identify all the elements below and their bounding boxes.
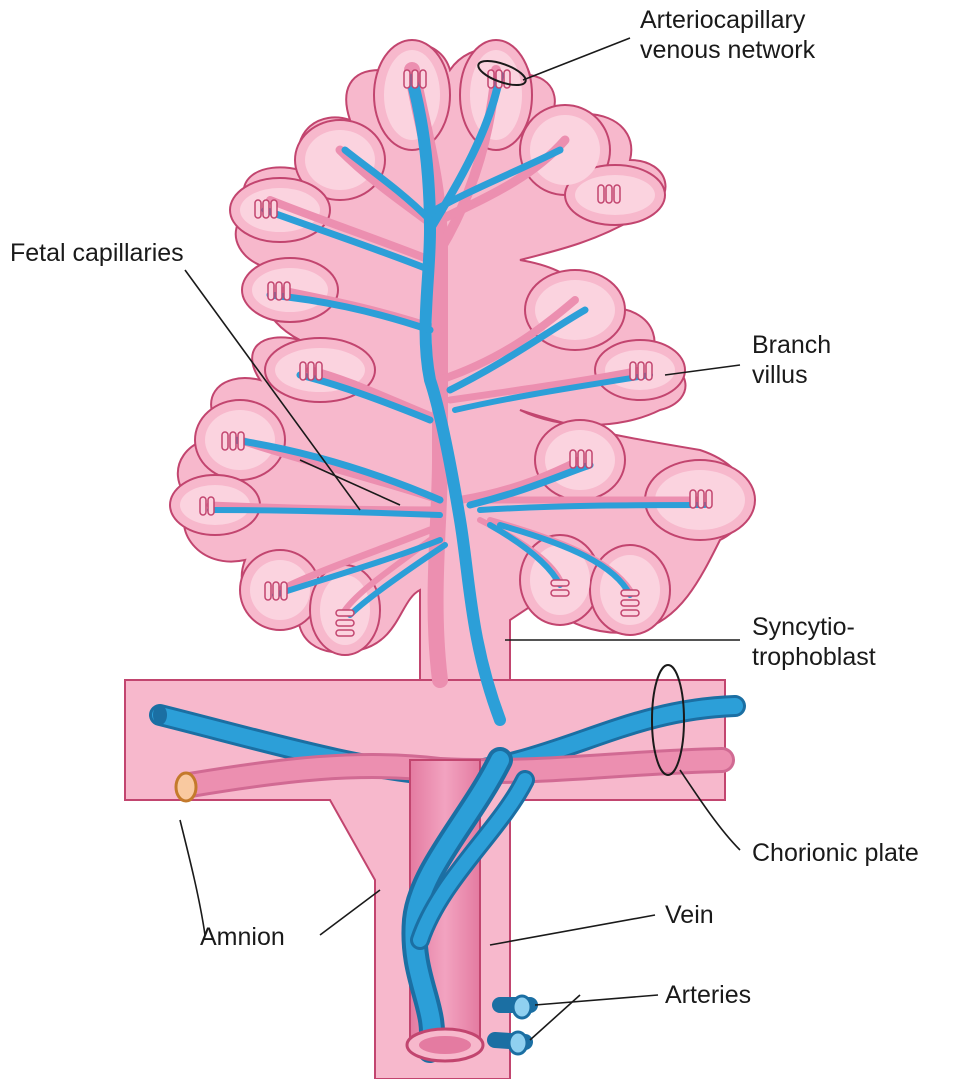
label-fetal-capillaries: Fetal capillaries: [10, 238, 184, 268]
label-branch-villus-line2: villus: [752, 360, 831, 390]
label-branch-villus: Branch villus: [752, 330, 831, 390]
label-fetal-capillaries-text: Fetal capillaries: [10, 238, 184, 268]
label-arteriocapillary-line1: Arteriocapillary: [640, 5, 815, 35]
label-arteries: Arteries: [665, 980, 751, 1010]
vessel-end-artery-left: [176, 773, 196, 801]
label-chorionic-plate: Chorionic plate: [752, 838, 919, 868]
label-syncytio-line2: trophoblast: [752, 642, 876, 672]
label-vein-text: Vein: [665, 900, 714, 930]
label-vein: Vein: [665, 900, 714, 930]
label-amnion: Amnion: [200, 922, 285, 952]
label-amnion-text: Amnion: [200, 922, 285, 952]
label-syncytiotrophoblast: Syncytio- trophoblast: [752, 612, 876, 672]
label-chorionic-plate-text: Chorionic plate: [752, 838, 919, 868]
label-arteriocapillary-network: Arteriocapillary venous network: [640, 5, 815, 65]
vessel-end-vein-left: [153, 705, 167, 725]
label-branch-villus-line1: Branch: [752, 330, 831, 360]
label-syncytio-line1: Syncytio-: [752, 612, 876, 642]
label-arteries-text: Arteries: [665, 980, 751, 1010]
umbilical-stem: [407, 760, 531, 1061]
label-arteriocapillary-line2: venous network: [640, 35, 815, 65]
